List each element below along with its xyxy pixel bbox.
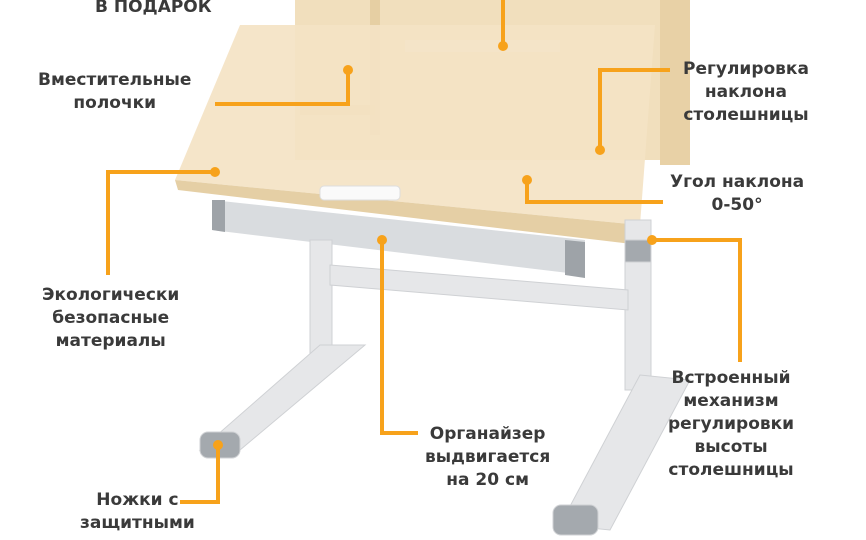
label-line: наклона <box>704 82 788 102</box>
label-line: безопасные <box>52 308 170 328</box>
label-line: защитными <box>80 513 195 533</box>
callout-line-organizer <box>380 240 418 435</box>
label-height-mechanism: Встроенный механизм регулировки высоты с… <box>668 367 794 482</box>
callout-line-height-mech <box>652 238 742 362</box>
label-line: Ножки с <box>96 490 179 510</box>
label-line: Регулировка <box>683 59 809 79</box>
label-gift-text: В ПОДАРОК <box>95 0 212 17</box>
callout-line-tilt-angle <box>525 180 663 204</box>
callout-lines <box>106 0 742 504</box>
label-tilt-adjust: Регулировка наклона столешницы <box>683 58 809 127</box>
label-line: материалы <box>55 331 166 351</box>
callout-line-eco <box>106 170 215 275</box>
label-line: регулировки <box>668 414 795 434</box>
callout-line-legs <box>180 445 220 504</box>
organizer-drawer <box>212 200 585 278</box>
label-line: столешницы <box>668 460 794 480</box>
label-eco: Экологически безопасные материалы <box>42 284 179 353</box>
label-line: Встроенный <box>671 368 791 388</box>
desk-frame <box>198 219 691 536</box>
callout-line-shelves <box>215 70 350 106</box>
desk-top <box>175 25 655 225</box>
label-line: Экологически <box>42 285 180 305</box>
callout-line-tilt-adjust <box>598 68 670 150</box>
label-line: полочки <box>73 93 157 113</box>
label-shelves: Вместительные полочки <box>38 69 191 115</box>
label-legs: Ножки с защитными <box>80 489 195 535</box>
label-line: Вместительные <box>38 70 192 90</box>
label-line: столешницы <box>683 105 809 125</box>
callout-dots <box>210 41 657 450</box>
label-line: Угол наклона <box>670 172 805 192</box>
label-tilt-angle: Угол наклона 0-50° <box>670 171 804 217</box>
label-line: механизм <box>683 391 779 411</box>
label-line: высоты <box>694 437 768 457</box>
label-line: Органайзер <box>429 424 546 444</box>
label-organizer: Органайзер выдвигается на 20 см <box>425 423 550 492</box>
label-gift: В ПОДАРОК <box>95 0 212 19</box>
label-line: 0-50° <box>711 195 763 215</box>
label-line: на 20 см <box>446 470 529 490</box>
label-line: выдвигается <box>425 447 551 467</box>
